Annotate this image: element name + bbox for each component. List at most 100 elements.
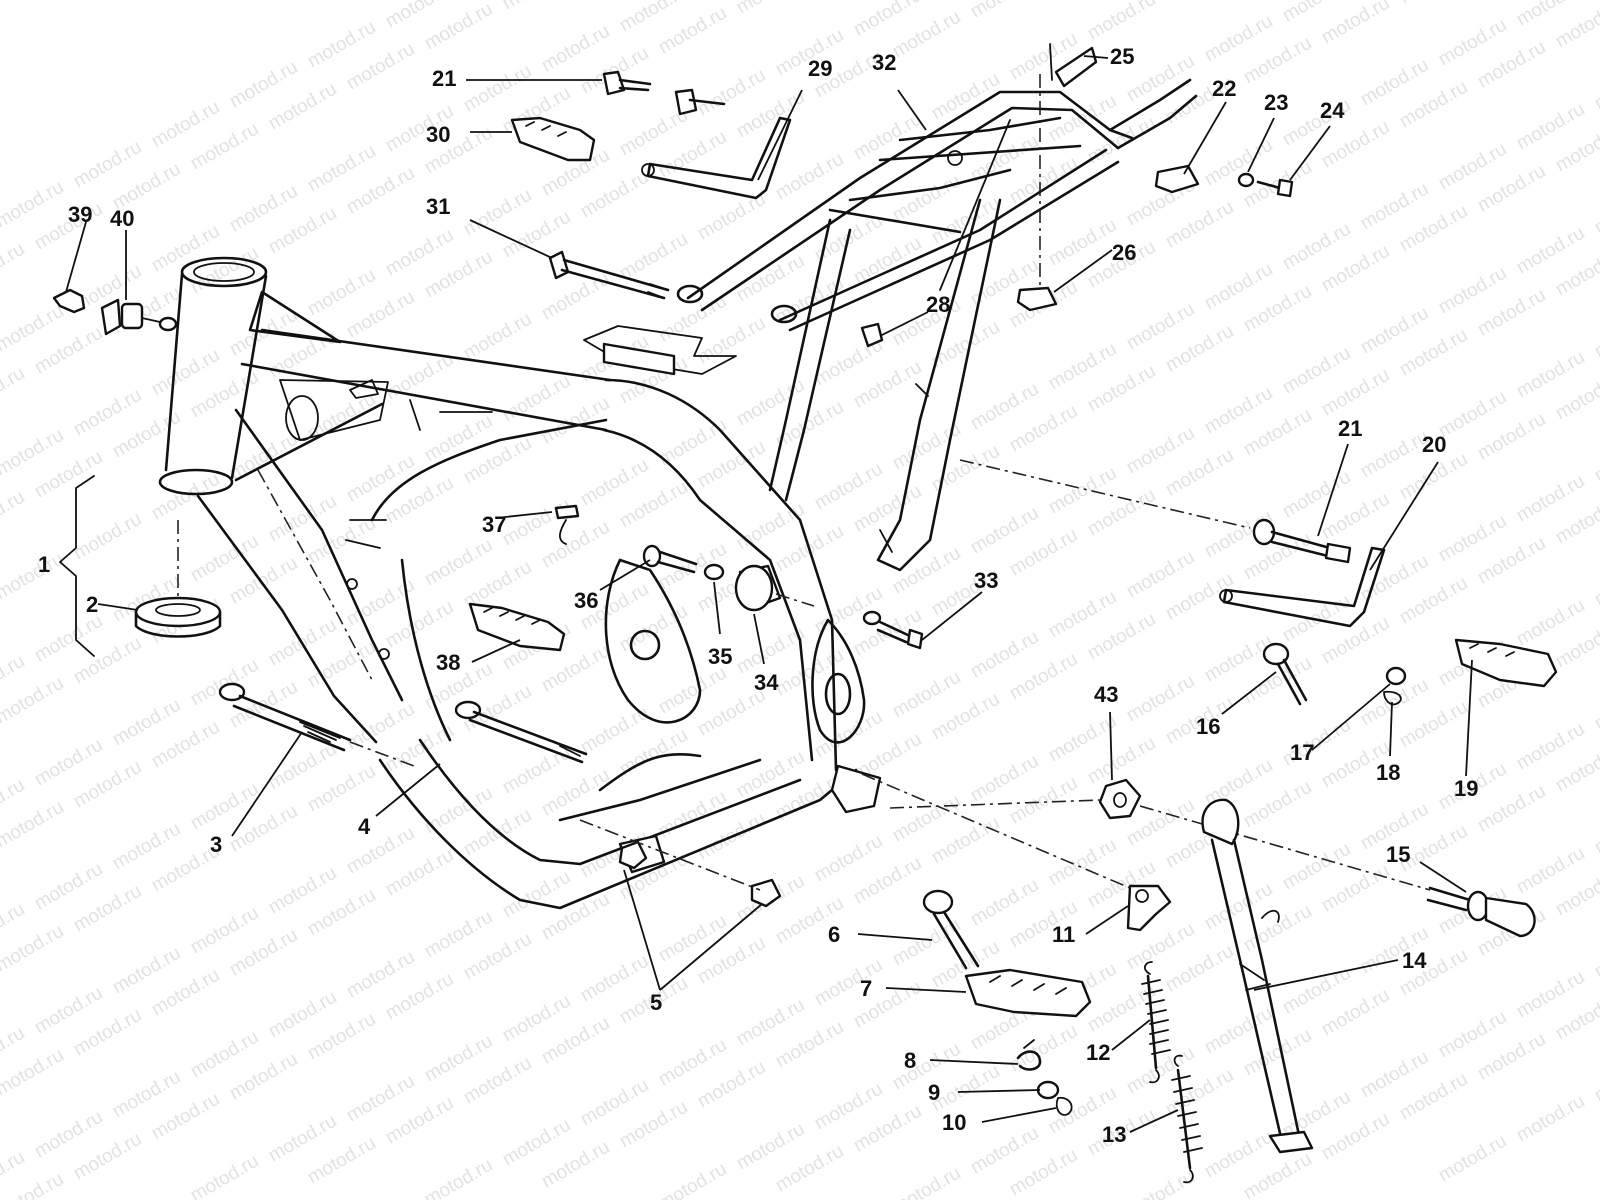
callout-12: 12 [1086, 1040, 1110, 1065]
watermark-text: motod.ru [1591, 431, 1600, 487]
part-43-nut [1098, 778, 1142, 820]
watermark-text: motod.ru [226, 429, 301, 485]
part-40-lock [100, 298, 178, 336]
callout-34: 34 [754, 670, 779, 695]
watermark-text: motod.ru [1591, 1051, 1600, 1107]
watermark-text: motod.ru [0, 1045, 67, 1101]
part-28-nut [860, 322, 884, 348]
callout-29: 29 [808, 56, 832, 81]
part-5-nut-b [750, 878, 782, 908]
callout-25: 25 [1110, 44, 1134, 69]
watermark-text: motod.ru [0, 487, 28, 543]
part-31-bolt [548, 250, 670, 300]
part-14-side-stand [1201, 798, 1314, 1154]
part-15-bolt [1426, 886, 1536, 938]
callout-26: 26 [1112, 240, 1136, 265]
watermark-text: motod.ru [1591, 183, 1600, 239]
callout-31: 31 [426, 194, 450, 219]
part-17-washer [1385, 666, 1407, 686]
callout-23: 23 [1264, 90, 1288, 115]
part-25-clamp [1049, 43, 1098, 88]
watermark-text: motod.ru [733, 0, 808, 18]
part-26-bracket [1016, 286, 1058, 312]
watermark-text: motod.ru [0, 673, 67, 729]
watermark-text: motod.ru [70, 509, 145, 565]
callout-43: 43 [1094, 682, 1118, 707]
callout-37: 37 [482, 512, 506, 537]
watermark-text: motod.ru [1591, 555, 1600, 611]
part-16-pin [1262, 642, 1308, 706]
watermark-text: motod.ru [1123, 1167, 1198, 1200]
callout-39: 39 [68, 202, 92, 227]
watermark-text: motod.ru [1318, 0, 1393, 48]
callout-6: 6 [828, 922, 840, 947]
callout-13: 13 [1102, 1122, 1126, 1147]
leader-lines [65, 55, 1473, 1133]
callout-32: 32 [872, 50, 896, 75]
watermark-text: motod.ru [421, 1155, 496, 1200]
watermark-text: motod.ru [1162, 0, 1237, 4]
callout-9: 9 [928, 1080, 940, 1105]
callout-21-right: 21 [1338, 416, 1362, 441]
watermark-text: motod.ru [0, 363, 28, 419]
part-9-washer [1036, 1080, 1060, 1100]
callout-3: 3 [210, 832, 222, 857]
part-37-clip [554, 504, 580, 520]
watermark-text: motod.ru [0, 549, 67, 605]
part-35-washer [703, 563, 725, 581]
watermark-text: motod.ru [1591, 59, 1600, 115]
part-34-bush [734, 564, 782, 612]
part-5-nut-a [618, 840, 648, 870]
watermark-text: motod.ru [967, 0, 1042, 22]
callout-14: 14 [1402, 948, 1427, 973]
part-8-spring [1016, 1039, 1042, 1071]
part-20-bracket [1219, 546, 1386, 628]
part-11-plate [1126, 884, 1172, 932]
part-19-footpeg [1454, 638, 1558, 688]
watermark-text: motod.ru [889, 1163, 964, 1200]
part-33-bolt [862, 610, 924, 650]
watermark-text: motod.ru [499, 0, 574, 14]
watermark-text: motod.ru [1591, 803, 1600, 859]
callout-38: 38 [436, 650, 460, 675]
part-21b-bolt [1252, 518, 1352, 564]
watermark-text: motod.ru [0, 921, 67, 977]
callout-4: 4 [358, 814, 371, 839]
watermark-text: motod.ru [1435, 1131, 1510, 1187]
callout-11: 11 [1052, 922, 1075, 947]
part-7-footpeg [964, 968, 1092, 1018]
callout-18: 18 [1376, 760, 1400, 785]
callout-28: 28 [926, 292, 950, 317]
parts [52, 43, 1558, 1184]
watermark-text: motod.ru [187, 1151, 262, 1200]
part-30-footpeg [510, 116, 596, 162]
watermark-text: motod.ru [0, 797, 67, 853]
part-3-bolt [218, 682, 352, 752]
callout-15: 15 [1386, 842, 1410, 867]
watermark-text: motod.ru [1084, 0, 1159, 44]
part-18-clip [1383, 690, 1402, 706]
watermark-text: motod.ru [460, 309, 535, 365]
callout-16: 16 [1196, 714, 1220, 739]
callout-5: 5 [650, 990, 662, 1015]
callout-7: 7 [860, 976, 872, 1001]
part-24-bolt [1256, 178, 1294, 198]
rear-subframe [676, 78, 1198, 572]
callout-35: 35 [708, 644, 732, 669]
callout-19: 19 [1454, 776, 1478, 801]
callout-1: 1 [38, 552, 50, 577]
part-39-key [52, 288, 86, 314]
callout-17: 17 [1290, 740, 1314, 765]
watermark-text: motod.ru [616, 229, 691, 285]
callout-33: 33 [974, 568, 998, 593]
part-29-bracket [641, 88, 792, 200]
part-4-bolt [454, 700, 588, 764]
callout-10: 10 [942, 1110, 966, 1135]
part-23-washer [1237, 172, 1255, 188]
callout-2: 2 [86, 592, 98, 617]
watermark-text: motod.ru [1396, 0, 1471, 8]
callout-labels: 1 2 3 4 5 6 7 8 9 10 11 12 13 14 15 16 1… [38, 44, 1478, 1147]
watermark-text: motod.ru [0, 239, 28, 295]
